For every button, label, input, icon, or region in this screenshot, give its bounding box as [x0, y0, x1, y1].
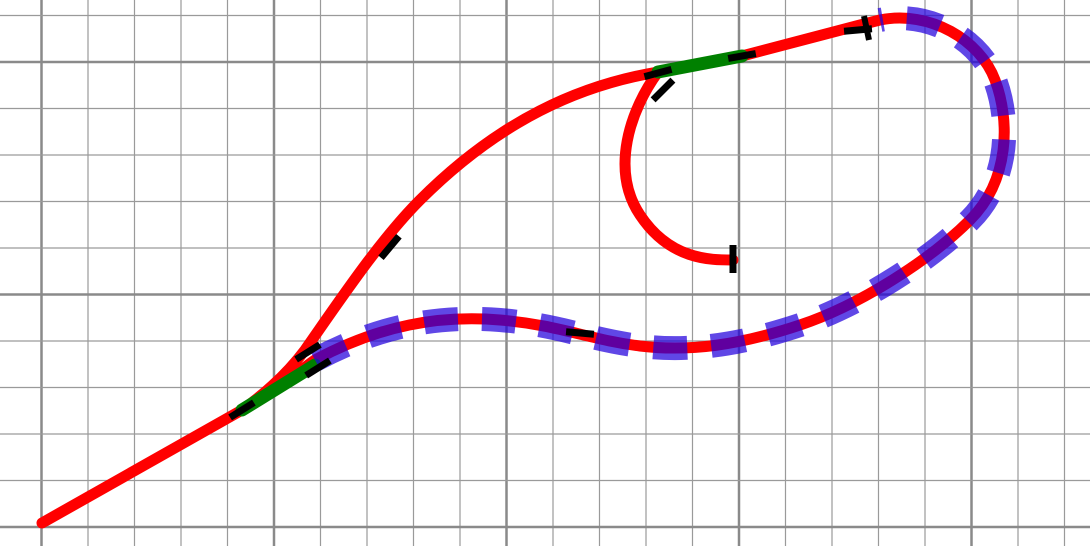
marker-tick-1: [228, 399, 256, 421]
marker-tick-3: [304, 357, 332, 379]
track-layer: [36, 6, 1017, 529]
track-inner-spiral: [619, 66, 739, 266]
marker-tick-9b: [861, 15, 872, 41]
marker-tick-8: [727, 50, 757, 62]
switch-segment-lower: [235, 358, 322, 417]
marker-tick-5: [565, 328, 595, 338]
marker-tick-4: [378, 234, 402, 260]
track-upper-curve: [236, 50, 748, 416]
switch-segment-upper: [651, 49, 749, 79]
marker-layer: [228, 15, 873, 421]
occupied-section: [309, 6, 1017, 371]
marker-tick-2: [294, 341, 322, 363]
marker-tick-7: [650, 77, 676, 103]
marker-tick-6: [643, 65, 673, 81]
track-main-line: [36, 404, 248, 529]
